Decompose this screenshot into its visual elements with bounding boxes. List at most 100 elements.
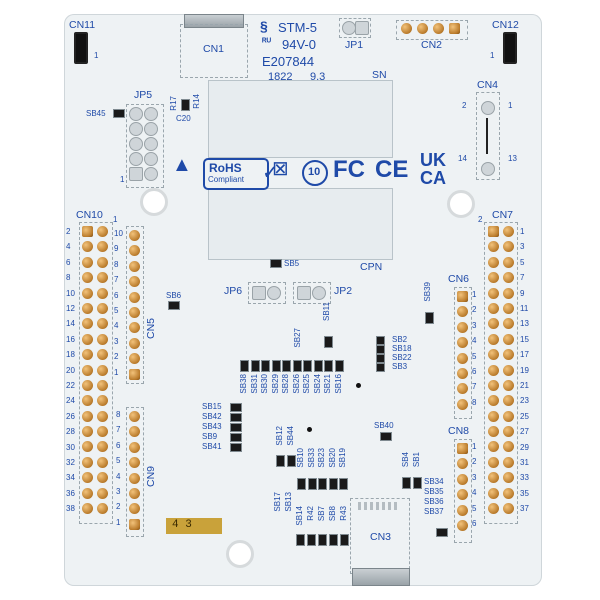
cn7-pin-number: 9 xyxy=(520,288,525,298)
header-pin xyxy=(488,287,499,299)
label-sb39: SB39 xyxy=(423,282,432,302)
label-cn10: CN10 xyxy=(76,209,103,221)
sb-label: SB43 xyxy=(202,422,222,431)
sb-label: SB36 xyxy=(424,497,444,506)
pin-number: 1 xyxy=(116,517,121,527)
cn7-pin-number: 15 xyxy=(520,334,529,344)
sb-label: SB16 xyxy=(333,374,343,394)
sb-label: SB44 xyxy=(285,426,295,446)
sb-component xyxy=(318,534,327,546)
sb-component xyxy=(328,478,338,490)
sb4-component xyxy=(402,477,411,489)
marking-ul-icon: ᴿᵁ xyxy=(262,37,271,48)
cn9-outline xyxy=(126,407,144,537)
header-pin xyxy=(503,395,514,407)
header-pin xyxy=(457,398,468,410)
cn7-pin-number: 11 xyxy=(520,304,529,313)
via-dot xyxy=(307,427,312,432)
header-pin xyxy=(97,472,108,484)
rohs-text: RoHS xyxy=(209,161,242,175)
header-pin xyxy=(129,322,140,334)
header-pin xyxy=(97,487,108,499)
header-pin xyxy=(488,456,499,468)
cn5-outline xyxy=(126,226,144,384)
sb-component xyxy=(340,534,349,546)
header-pin xyxy=(503,410,514,422)
pin-number: 6 xyxy=(114,290,119,300)
cn10-pin-number: 16 xyxy=(66,334,75,344)
esd-warning-icon: ▲ xyxy=(172,154,192,176)
cn7-pin2: 2 xyxy=(478,215,483,224)
header-pin xyxy=(488,364,499,376)
sb-label: SB35 xyxy=(424,487,444,496)
sb-component xyxy=(230,403,242,412)
sb5-component xyxy=(270,259,282,268)
cn1-outline xyxy=(180,24,248,78)
sb-label: R43 xyxy=(339,506,348,521)
cn7-pin-number: 29 xyxy=(520,442,529,452)
pin-number: 4 xyxy=(472,488,477,498)
header-pin xyxy=(503,318,514,330)
header-pin xyxy=(457,458,468,470)
sb-component xyxy=(230,413,242,422)
header-pin xyxy=(82,456,93,468)
jp5-pin1-label: 1 xyxy=(120,175,125,184)
pin-number: 3 xyxy=(472,320,477,330)
pin-number: 2 xyxy=(472,305,477,315)
header-pin xyxy=(129,441,140,453)
sb-label: SB13 xyxy=(284,492,293,512)
cn2-pin-3 xyxy=(433,23,444,34)
header-pin xyxy=(488,487,499,499)
jp5-pin xyxy=(144,167,158,181)
sb-label: SB38 xyxy=(239,374,248,394)
cn8-outline xyxy=(454,439,472,543)
sb-label: SB28 xyxy=(281,374,290,394)
marking-line3: E207844 xyxy=(262,54,315,69)
sb-component xyxy=(230,443,242,452)
sb-label: SB25 xyxy=(302,374,311,394)
header-pin xyxy=(503,226,514,237)
label-jp5: JP5 xyxy=(134,89,153,101)
sb-component xyxy=(296,534,305,546)
cn10-pin-number: 8 xyxy=(66,273,71,283)
cn10-pin1: 1 xyxy=(113,215,118,224)
jp5-pin xyxy=(144,107,158,121)
cn10-pin-number: 22 xyxy=(66,381,75,390)
sb-label: SB10 xyxy=(296,448,305,468)
sb-component xyxy=(376,363,385,372)
jp2-pin-a xyxy=(297,286,311,300)
cn7-pins xyxy=(486,224,516,516)
ten-year-badge: 10 xyxy=(302,160,328,186)
cn7-pin-number: 1 xyxy=(520,227,525,236)
via-dot xyxy=(356,383,361,388)
header-pin xyxy=(129,291,140,303)
header-pin xyxy=(488,426,499,438)
cn7-pin-number: 17 xyxy=(520,350,529,360)
sb-label: SB14 xyxy=(295,506,304,526)
jp5-pin xyxy=(129,122,143,136)
sb-component xyxy=(324,360,333,372)
header-pin xyxy=(457,489,468,501)
sb-component xyxy=(339,478,348,490)
header-pin xyxy=(457,352,468,364)
sb-component xyxy=(250,360,260,372)
header-pin xyxy=(457,337,468,349)
mounting-hole-bottom xyxy=(226,540,254,568)
header-pin xyxy=(82,226,93,237)
jp1-pin-b xyxy=(355,21,369,35)
jp1-pin-a xyxy=(342,21,356,35)
header-pin xyxy=(82,487,93,499)
header-pin xyxy=(82,426,93,438)
sb-label: SB20 xyxy=(327,448,337,468)
header-pin xyxy=(97,272,108,284)
sb-label: SB17 xyxy=(273,492,282,512)
cn7-pin-number: 27 xyxy=(520,427,529,437)
sb-component xyxy=(436,528,448,537)
header-pin xyxy=(97,302,108,314)
sb-component xyxy=(230,423,242,432)
header-pin xyxy=(82,379,93,391)
label-cn3: CN3 xyxy=(370,531,392,543)
label-cpn: CPN xyxy=(360,261,383,273)
cn10-pin-number: 4 xyxy=(66,242,71,252)
cn7-pin-number: 13 xyxy=(520,319,529,329)
